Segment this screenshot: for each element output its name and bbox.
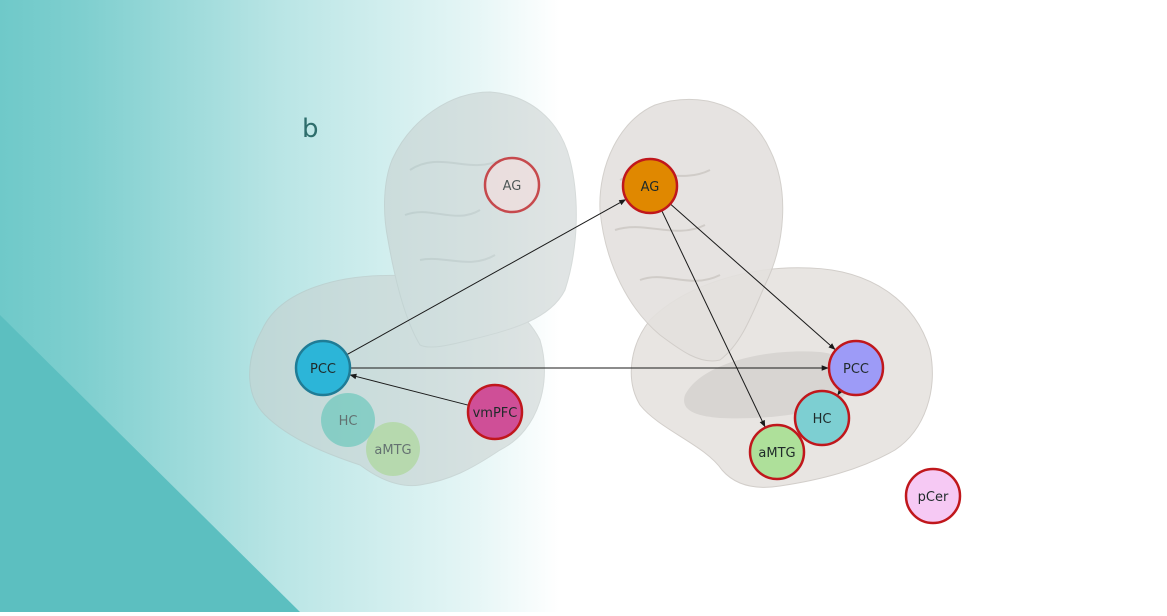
node-label-amtg-left: aMTG <box>374 443 411 458</box>
node-circle-pcc-right <box>827 339 885 397</box>
node-label-ag-left: AG <box>503 179 522 194</box>
node-ag-left: AG <box>483 156 541 214</box>
node-amtg-left: aMTG <box>366 422 420 476</box>
edge-ag-right-to-amtg-right <box>661 210 766 428</box>
node-circle-ag-right <box>621 157 679 215</box>
node-label-pcc-left: PCC <box>310 362 336 377</box>
left-brain <box>249 91 577 487</box>
node-circle-amtg-left <box>366 422 420 476</box>
node-label-hc-right: HC <box>813 412 832 427</box>
node-pcc-right: PCC <box>827 339 885 397</box>
node-circle-hc-left <box>321 393 375 447</box>
node-label-ag-right: AG <box>641 180 660 195</box>
node-pcc-left: PCC <box>294 339 352 397</box>
node-label-pcer-right: pCer <box>918 490 949 505</box>
node-pcer-right: pCer <box>904 467 962 525</box>
node-circle-pcer-right <box>904 467 962 525</box>
node-label-vmpfc-left: vmPFC <box>473 406 518 421</box>
edge-pcc-left-to-ag-right <box>346 199 627 356</box>
node-label-hc-left: HC <box>339 414 358 429</box>
panel-label: b <box>302 114 319 144</box>
background-triangle <box>0 315 300 612</box>
node-hc-left: HC <box>321 393 375 447</box>
edges-layer <box>346 199 844 428</box>
node-ag-right: AG <box>621 157 679 215</box>
edge-ag-right-to-pcc-right <box>669 203 836 350</box>
node-circle-ag-left <box>483 156 541 214</box>
node-label-amtg-right: aMTG <box>758 446 795 461</box>
node-circle-pcc-left <box>294 339 352 397</box>
left-brain-upper-lobe <box>384 91 577 348</box>
nodes-layer: AG PCC HC aMTG vmPFC AG PCC HC aMTG pCer <box>294 156 962 525</box>
node-hc-right: HC <box>793 389 851 447</box>
node-circle-amtg-right <box>748 423 806 481</box>
node-vmpfc-left: vmPFC <box>466 383 524 441</box>
node-label-pcc-right: PCC <box>843 362 869 377</box>
node-circle-vmpfc-left <box>466 383 524 441</box>
node-circle-hc-right <box>793 389 851 447</box>
edge-vmpfc-left-to-pcc-left <box>349 373 469 406</box>
node-amtg-right: aMTG <box>748 423 806 481</box>
